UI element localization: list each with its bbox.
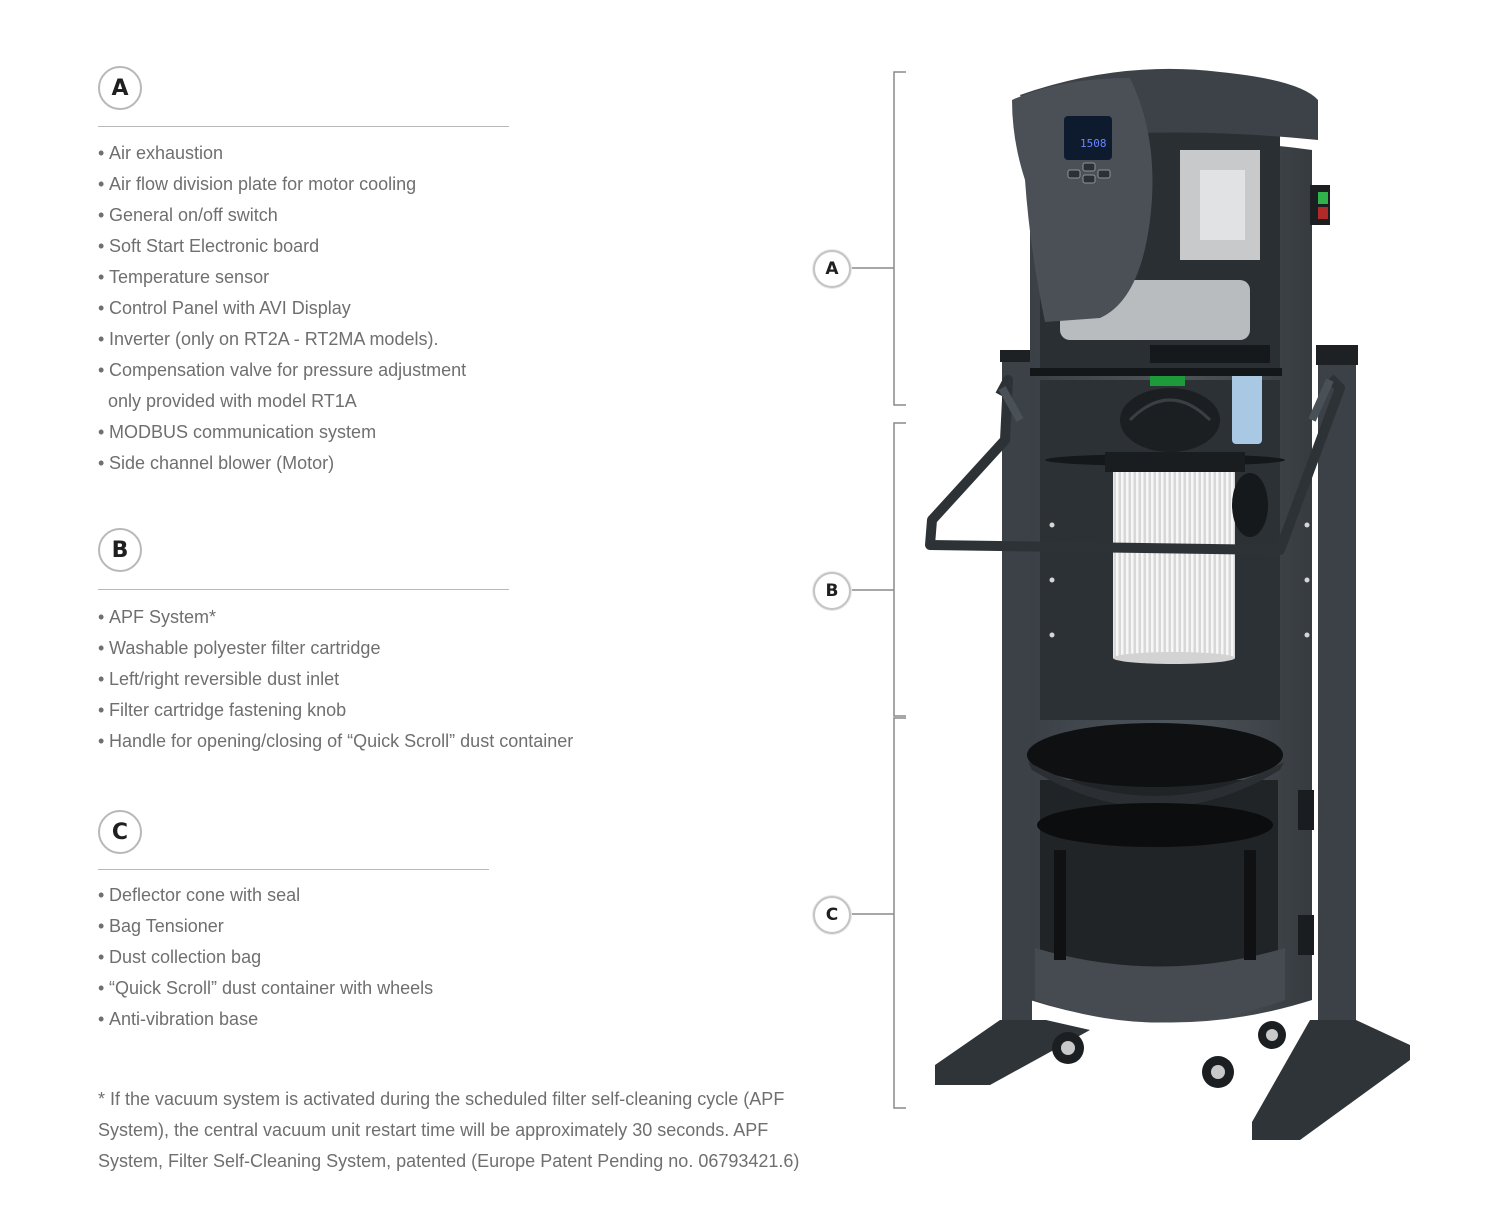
deflector-cone [1027, 723, 1283, 787]
callout-c: C [813, 896, 851, 934]
callout-b: B [813, 572, 851, 610]
callout-a: A [813, 250, 851, 288]
section-b-divider [98, 589, 509, 590]
list-item: •Inverter (only on RT2A - RT2MA models). [98, 329, 439, 349]
list-item: •APF System* [98, 607, 217, 627]
list-item: •Air exhaustion [98, 143, 224, 163]
section-c-list: •Deflector cone with seal •Bag Tensioner… [98, 880, 433, 1035]
list-item: •Temperature sensor [98, 267, 270, 287]
list-item: •Handle for opening/closing of “Quick Sc… [98, 731, 574, 751]
list-item: •Control Panel with AVI Display [98, 298, 351, 318]
list-item: •Deflector cone with seal [98, 885, 301, 905]
section-a-list: •Air exhaustion •Air flow division plate… [98, 138, 466, 479]
section-c-badge: C [98, 810, 142, 854]
control-buttons [1067, 162, 1111, 184]
list-item: •Bag Tensioner [98, 916, 224, 936]
list-item: •Air flow division plate for motor cooli… [98, 174, 417, 194]
list-item: •Left/right reversible dust inlet [98, 669, 340, 689]
list-item: •MODBUS communication system [98, 422, 377, 442]
list-item: •Anti-vibration base [98, 1009, 259, 1029]
list-item-continuation: only provided with model RT1A [108, 391, 357, 411]
section-a-badge: A [98, 66, 142, 110]
vacuum-unit-illustration: 1508 [925, 68, 1410, 1140]
section-b-list: •APF System* •Washable polyester filter … [98, 602, 573, 757]
list-item: •“Quick Scroll” dust container with whee… [98, 978, 434, 998]
section-b-badge: B [98, 528, 142, 572]
list-item: •Washable polyester filter cartridge [98, 638, 381, 658]
list-item: •Soft Start Electronic board [98, 236, 320, 256]
dust-container [1035, 948, 1285, 1023]
section-a-divider [98, 126, 509, 127]
control-cover [1012, 78, 1153, 322]
list-item: •Dust collection bag [98, 947, 262, 967]
list-item: •General on/off switch [98, 205, 278, 225]
stand-legs [935, 345, 1410, 1140]
list-item: •Side channel blower (Motor) [98, 453, 335, 473]
filter-cartridge [1113, 470, 1235, 658]
container-wheels [1052, 1021, 1286, 1088]
section-c-divider [98, 869, 489, 870]
display-readout: 1508 [1080, 137, 1107, 150]
list-item: •Compensation valve for pressure adjustm… [98, 360, 467, 380]
footnote: * If the vacuum system is activated duri… [98, 1089, 800, 1171]
list-item: •Filter cartridge fastening knob [98, 700, 347, 720]
avi-display [1064, 116, 1112, 160]
